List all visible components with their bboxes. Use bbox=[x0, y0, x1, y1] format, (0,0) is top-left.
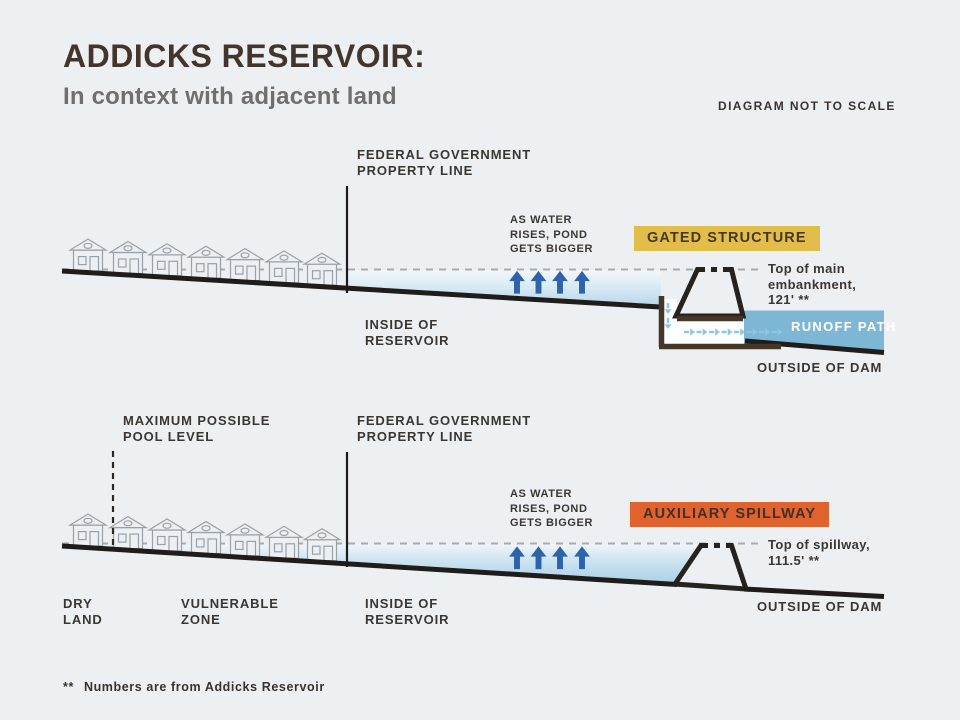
house-icon bbox=[148, 243, 186, 277]
house-icon bbox=[265, 525, 303, 559]
house-icon bbox=[109, 240, 147, 275]
inside-reservoir-label-bottom: INSIDE OF RESERVOIR bbox=[365, 596, 450, 627]
max-pool-level-label: MAXIMUM POSSIBLE POOL LEVEL bbox=[123, 413, 271, 444]
spillway-elevation-label: Top of spillway, 111.5' ** bbox=[768, 537, 870, 568]
house-icon bbox=[69, 238, 107, 272]
ground-line-outside-bottom bbox=[743, 586, 885, 599]
runoff-path-label: RUNOFF PATH bbox=[791, 319, 897, 334]
page-title: ADDICKS RESERVOIR: bbox=[63, 38, 426, 74]
footnote-marker: ** bbox=[63, 680, 74, 694]
house-icon bbox=[226, 248, 264, 282]
embankment-elevation-label: Top of main embankment, 121' ** bbox=[768, 261, 857, 307]
top-cross-section bbox=[61, 186, 885, 355]
inside-reservoir-label-top: INSIDE OF RESERVOIR bbox=[365, 317, 450, 348]
dry-land-label: DRY LAND bbox=[63, 596, 103, 627]
outside-dam-label-top: OUTSIDE OF DAM bbox=[757, 360, 883, 375]
house-icon bbox=[69, 513, 107, 547]
house-icon bbox=[265, 250, 303, 284]
spillway-shape bbox=[670, 543, 750, 592]
bottom-cross-section bbox=[61, 451, 885, 599]
vulnerable-zone-label: VULNERABLE ZONE bbox=[181, 596, 279, 627]
water-rise-note-bottom: AS WATER RISES, POND GETS BIGGER bbox=[510, 488, 593, 529]
house-icon bbox=[303, 252, 341, 286]
top-property-line-label: FEDERAL GOVERNMENT PROPERTY LINE bbox=[357, 147, 532, 178]
footnote-text: Numbers are from Addicks Reservoir bbox=[83, 680, 325, 694]
ground-line-outside-top bbox=[744, 338, 885, 355]
ground-line-bottom bbox=[61, 543, 678, 587]
bottom-property-line-label: FEDERAL GOVERNMENT PROPERTY LINE bbox=[357, 413, 532, 444]
footnote: ** Numbers are from Addicks Reservoir bbox=[63, 680, 325, 694]
reservoir-water-top bbox=[347, 270, 661, 306]
house-icon bbox=[303, 528, 341, 562]
embankment-shape bbox=[672, 267, 747, 319]
page-subtitle: In context with adjacent land bbox=[63, 83, 397, 110]
auxiliary-spillway-badge: AUXILIARY SPILLWAY bbox=[630, 502, 830, 527]
house-icon bbox=[187, 520, 225, 555]
ground-line-top bbox=[61, 268, 661, 310]
gate-openings-top bbox=[705, 266, 723, 274]
gated-structure-badge: GATED STRUCTURE bbox=[634, 226, 820, 251]
water-rise-note-top: AS WATER RISES, POND GETS BIGGER bbox=[510, 214, 593, 255]
outside-dam-label-bottom: OUTSIDE OF DAM bbox=[757, 599, 883, 614]
scale-disclaimer: DIAGRAM NOT TO SCALE bbox=[718, 99, 896, 113]
house-icon bbox=[187, 245, 225, 279]
house-icon bbox=[148, 518, 186, 552]
house-icon bbox=[109, 515, 147, 550]
gate-openings-bottom bbox=[708, 542, 726, 550]
house-icon bbox=[226, 523, 264, 557]
conduit-walls bbox=[658, 296, 781, 350]
